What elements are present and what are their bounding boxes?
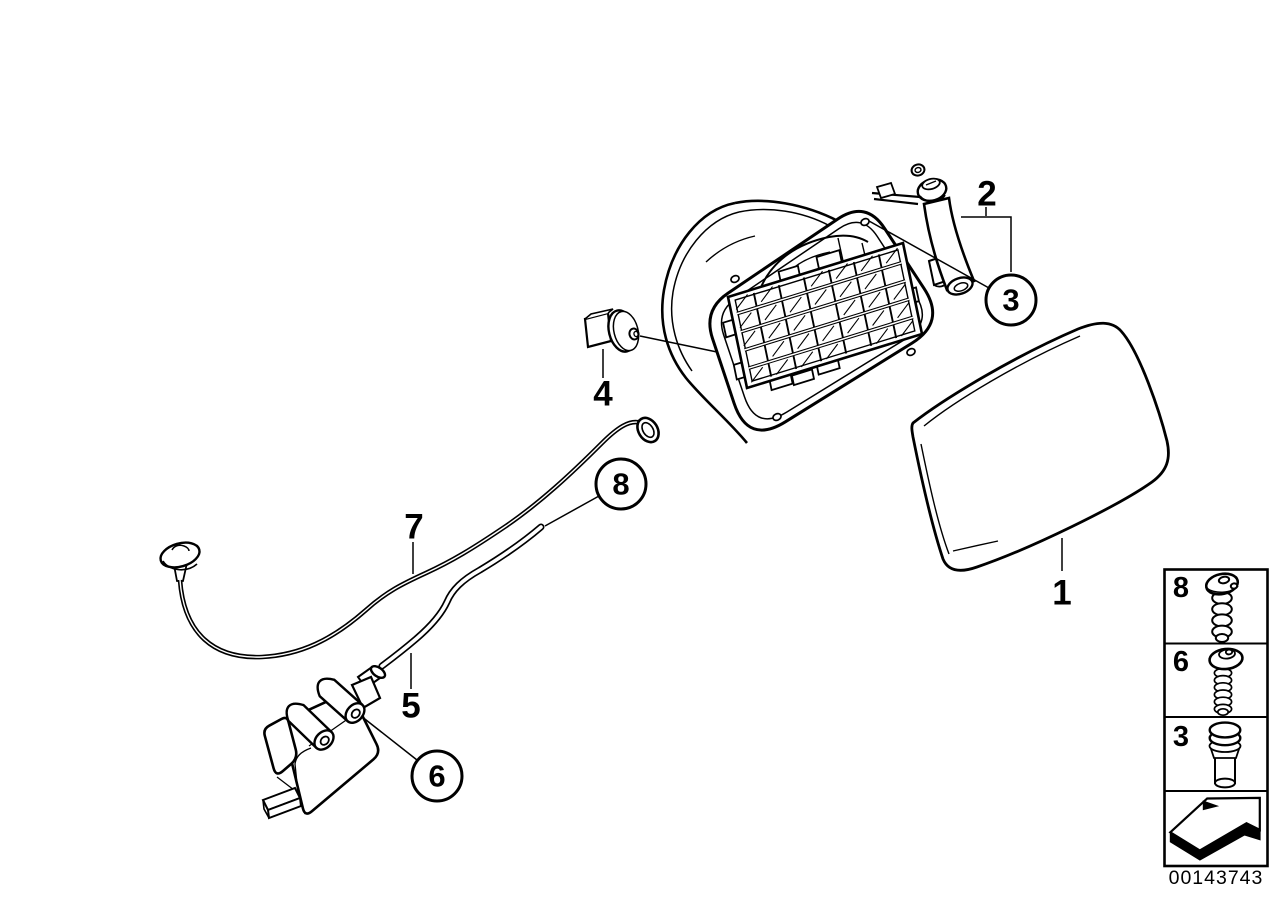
- svg-text:3: 3: [1002, 283, 1019, 318]
- legend-row-8[interactable]: 8: [1173, 571, 1240, 643]
- direction-arrow-icon: [1168, 796, 1261, 861]
- callout-1[interactable]: 1: [1052, 574, 1071, 613]
- legend-row-arrow[interactable]: [1168, 796, 1261, 861]
- legend-row-6[interactable]: 6: [1173, 646, 1244, 717]
- leader-2b: [961, 216, 1012, 272]
- callouts: 1 2 4 5 7 3 8 6: [401, 175, 1072, 803]
- svg-text:6: 6: [428, 759, 445, 794]
- part-number: 00143743: [1169, 867, 1264, 889]
- release-cable: [159, 416, 660, 660]
- callout-3[interactable]: 3: [984, 273, 1038, 327]
- plug-icon: [1208, 721, 1242, 789]
- grommet-bolt: [583, 308, 640, 353]
- callout-2[interactable]: 2: [977, 175, 996, 214]
- legend-row-3[interactable]: 3: [1173, 721, 1242, 789]
- svg-text:3: 3: [1173, 721, 1189, 753]
- callout-5[interactable]: 5: [401, 687, 420, 726]
- filler-pipe: [871, 163, 976, 296]
- callout-8[interactable]: 8: [594, 457, 648, 511]
- leader-8: [544, 495, 600, 527]
- screw-fine-icon: [1208, 647, 1244, 717]
- inner-grille: [722, 241, 924, 392]
- callout-4[interactable]: 4: [593, 375, 613, 414]
- svg-text:8: 8: [612, 467, 629, 502]
- flap-lid: [910, 321, 1170, 572]
- callout-7[interactable]: 7: [404, 508, 423, 547]
- screw-coarse-icon: [1204, 572, 1240, 643]
- leader-3: [868, 220, 990, 289]
- legend-table: 8 6 3: [1163, 568, 1269, 868]
- leader-4b: [639, 335, 718, 353]
- svg-text:8: 8: [1173, 572, 1189, 604]
- lock-rod: [378, 523, 545, 670]
- svg-text:6: 6: [1173, 646, 1189, 678]
- callout-6[interactable]: 6: [410, 749, 464, 803]
- leader-6: [360, 715, 418, 761]
- lock-actuator: [261, 664, 387, 820]
- plate-screw-holes: [730, 217, 916, 422]
- leader-lines: [360, 207, 1063, 761]
